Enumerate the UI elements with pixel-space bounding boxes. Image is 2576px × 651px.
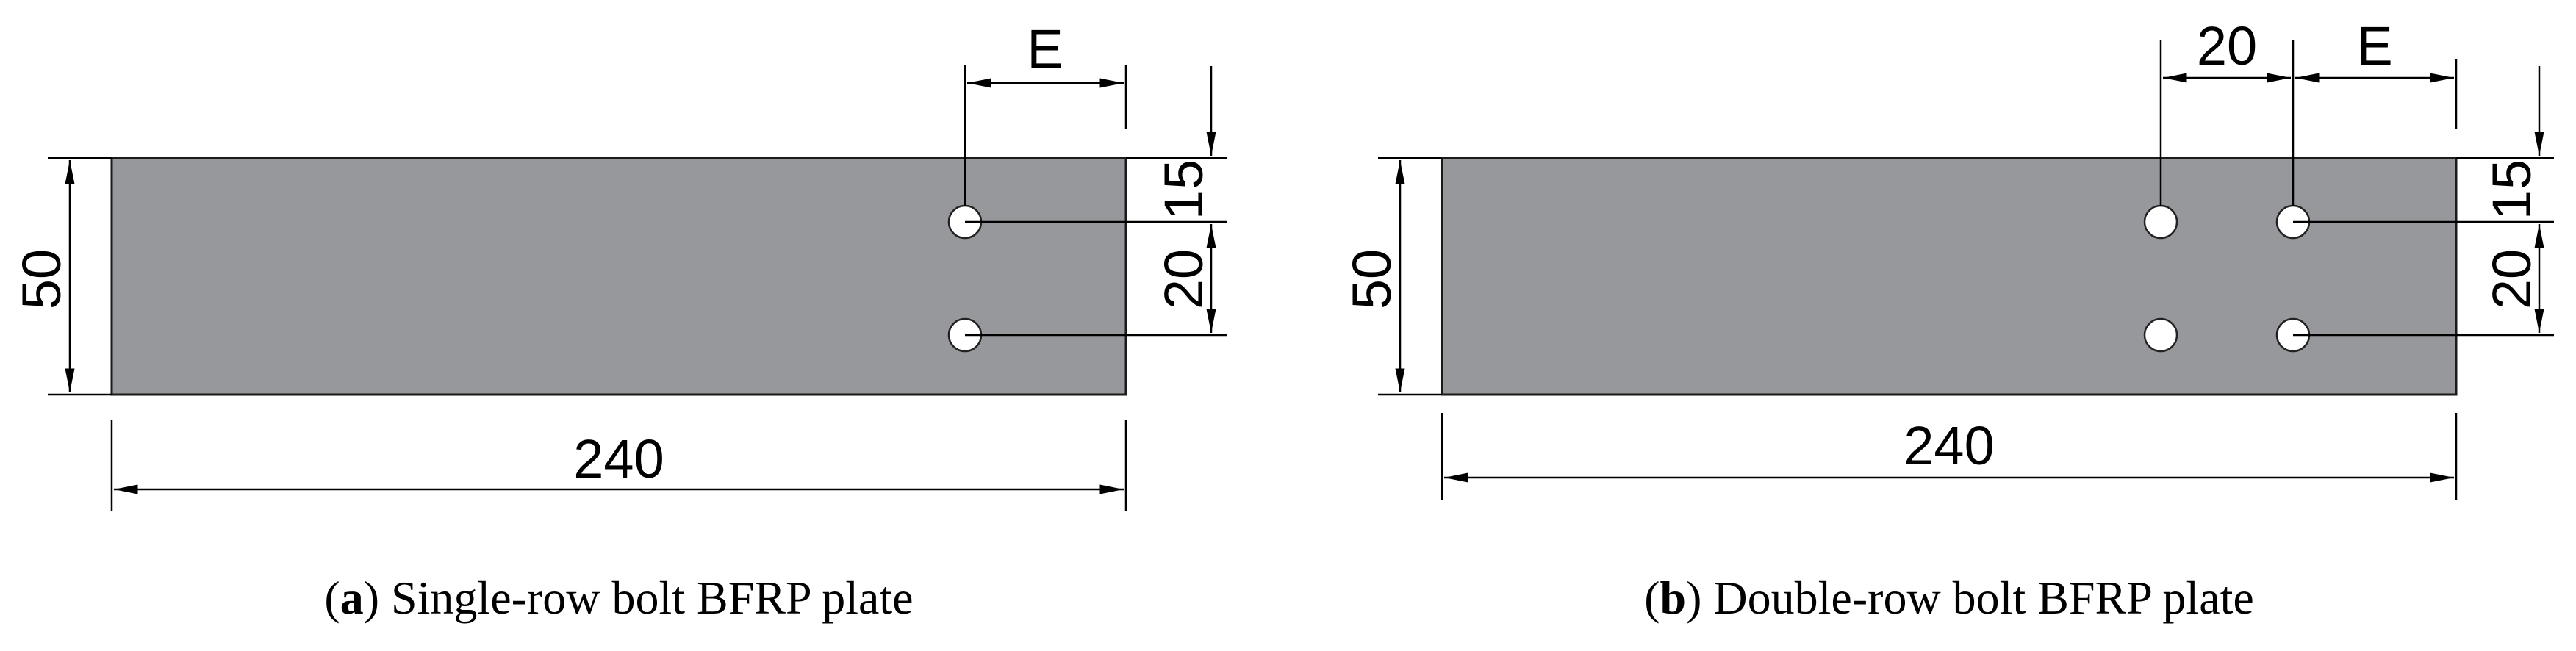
- edge-distance-dimension: E: [964, 18, 1127, 206]
- length-dimension: 240: [110, 420, 1127, 511]
- panel-a: 50 240 E 15 20 (a) Single-row: [11, 18, 1227, 624]
- end-gap-label: 15: [1153, 159, 1214, 220]
- column-spacing-dimension: 20 E: [2159, 15, 2458, 206]
- bfrp-plate: [1441, 157, 2458, 396]
- caption-a: (a) Single-row bolt BFRP plate: [324, 572, 913, 624]
- row-gap-label: 20: [2481, 249, 2542, 309]
- column-gap-label: 20: [2197, 15, 2257, 76]
- caption-b: (b) Double-row bolt BFRP plate: [1644, 572, 2254, 624]
- length-label: 240: [573, 428, 664, 489]
- row-gap-label: 20: [1153, 249, 1214, 309]
- hole-spacing-dimension: 15 20: [2293, 66, 2554, 337]
- hole-spacing-dimension: 15 20: [965, 66, 1227, 337]
- bolt-hole: [2143, 317, 2178, 353]
- edge-distance-label: E: [2356, 15, 2392, 76]
- width-label: 50: [11, 249, 72, 309]
- width-label: 50: [1341, 249, 1402, 309]
- bfrp-plate: [110, 157, 1127, 396]
- length-label: 240: [1904, 415, 1994, 476]
- edge-distance-label: E: [1027, 18, 1063, 79]
- bolt-hole: [2143, 204, 2178, 240]
- end-gap-label: 15: [2481, 159, 2542, 220]
- width-dimension: 50: [1341, 157, 1442, 396]
- length-dimension: 240: [1441, 413, 2458, 500]
- panel-b: 50 240 20 E 15 20: [1341, 15, 2554, 624]
- width-dimension: 50: [11, 157, 112, 396]
